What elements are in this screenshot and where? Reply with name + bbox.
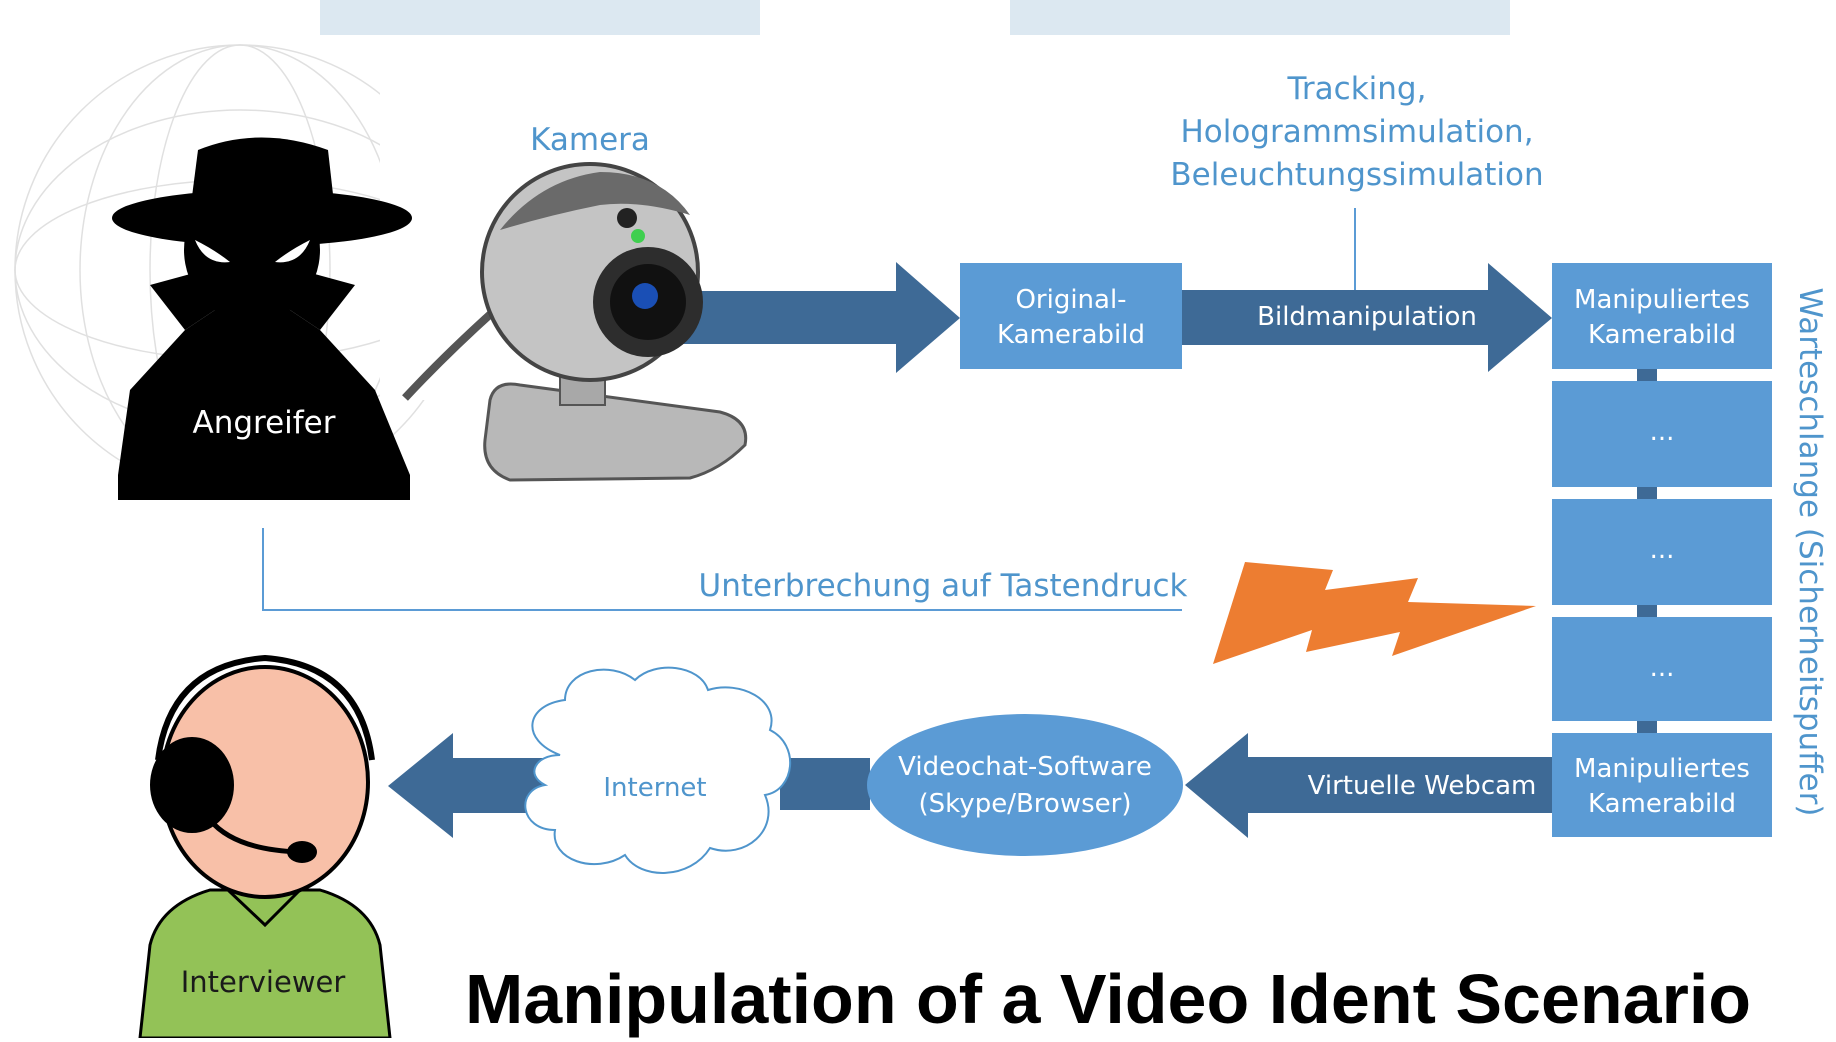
videochat-line1: Videochat-Software xyxy=(898,752,1152,782)
lightning-icon xyxy=(1213,562,1536,664)
tracking-label-line2: Hologrammsimulation, xyxy=(1180,114,1533,150)
manip-bottom-line2: Kamerabild xyxy=(1588,789,1736,819)
bildmanipulation-label: Bildmanipulation xyxy=(1257,302,1477,332)
virtual-webcam-arrow xyxy=(1185,733,1552,838)
queue-slot-3-dots: ... xyxy=(1650,653,1675,683)
headset-person-icon xyxy=(138,654,392,1040)
videochat-software-node: Videochat-Software (Skype/Browser) xyxy=(867,714,1183,856)
manipulated-image-box-top: Manipuliertes Kamerabild xyxy=(1552,263,1772,369)
interruption-line xyxy=(262,528,1182,611)
camera-label: Kamera xyxy=(530,122,650,158)
bildmanipulation-arrow xyxy=(1182,263,1552,372)
attacker-label: Angreifer xyxy=(192,405,335,441)
virtual-webcam-label: Virtuelle Webcam xyxy=(1308,771,1537,801)
manip-top-line1: Manipuliertes xyxy=(1574,285,1750,315)
queue-slot-3: ... xyxy=(1552,617,1772,721)
tracking-label-line1: Tracking, xyxy=(1287,71,1427,107)
manipulated-image-box-bottom: Manipuliertes Kamerabild xyxy=(1552,733,1772,837)
manip-top-line2: Kamerabild xyxy=(1588,320,1736,350)
queue-slot-1: ... xyxy=(1552,381,1772,487)
interruption-label: Unterbrechung auf Tastendruck xyxy=(699,568,1188,604)
internet-to-videochat-connector xyxy=(780,758,870,810)
tracking-label-line3: Beleuchtungssimulation xyxy=(1170,157,1543,193)
cloud-icon xyxy=(524,666,792,874)
queue-column: Manipuliertes Kamerabild ... ... ... Man… xyxy=(1552,263,1772,837)
internet-label: Internet xyxy=(603,773,706,803)
queue-slot-2-dots: ... xyxy=(1650,535,1675,565)
spy-icon xyxy=(112,137,412,500)
camera-to-original-arrow xyxy=(660,262,960,373)
original-box-line1: Original- xyxy=(1015,285,1126,315)
queue-label: Warteschlange (Sicherheitspuffer) xyxy=(1792,288,1828,817)
original-box-line2: Kamerabild xyxy=(997,320,1145,350)
queue-slot-1-dots: ... xyxy=(1650,417,1675,447)
diagram-title: Manipulation of a Video Ident Scenario xyxy=(465,960,1751,1038)
original-image-box: Original- Kamerabild xyxy=(960,263,1182,369)
videochat-line2: (Skype/Browser) xyxy=(919,789,1132,819)
webcam-icon xyxy=(402,162,748,482)
to-interviewer-arrow xyxy=(388,733,560,838)
interviewer-label: Interviewer xyxy=(181,965,346,999)
queue-slot-2: ... xyxy=(1552,499,1772,605)
manip-bottom-line1: Manipuliertes xyxy=(1574,754,1750,784)
